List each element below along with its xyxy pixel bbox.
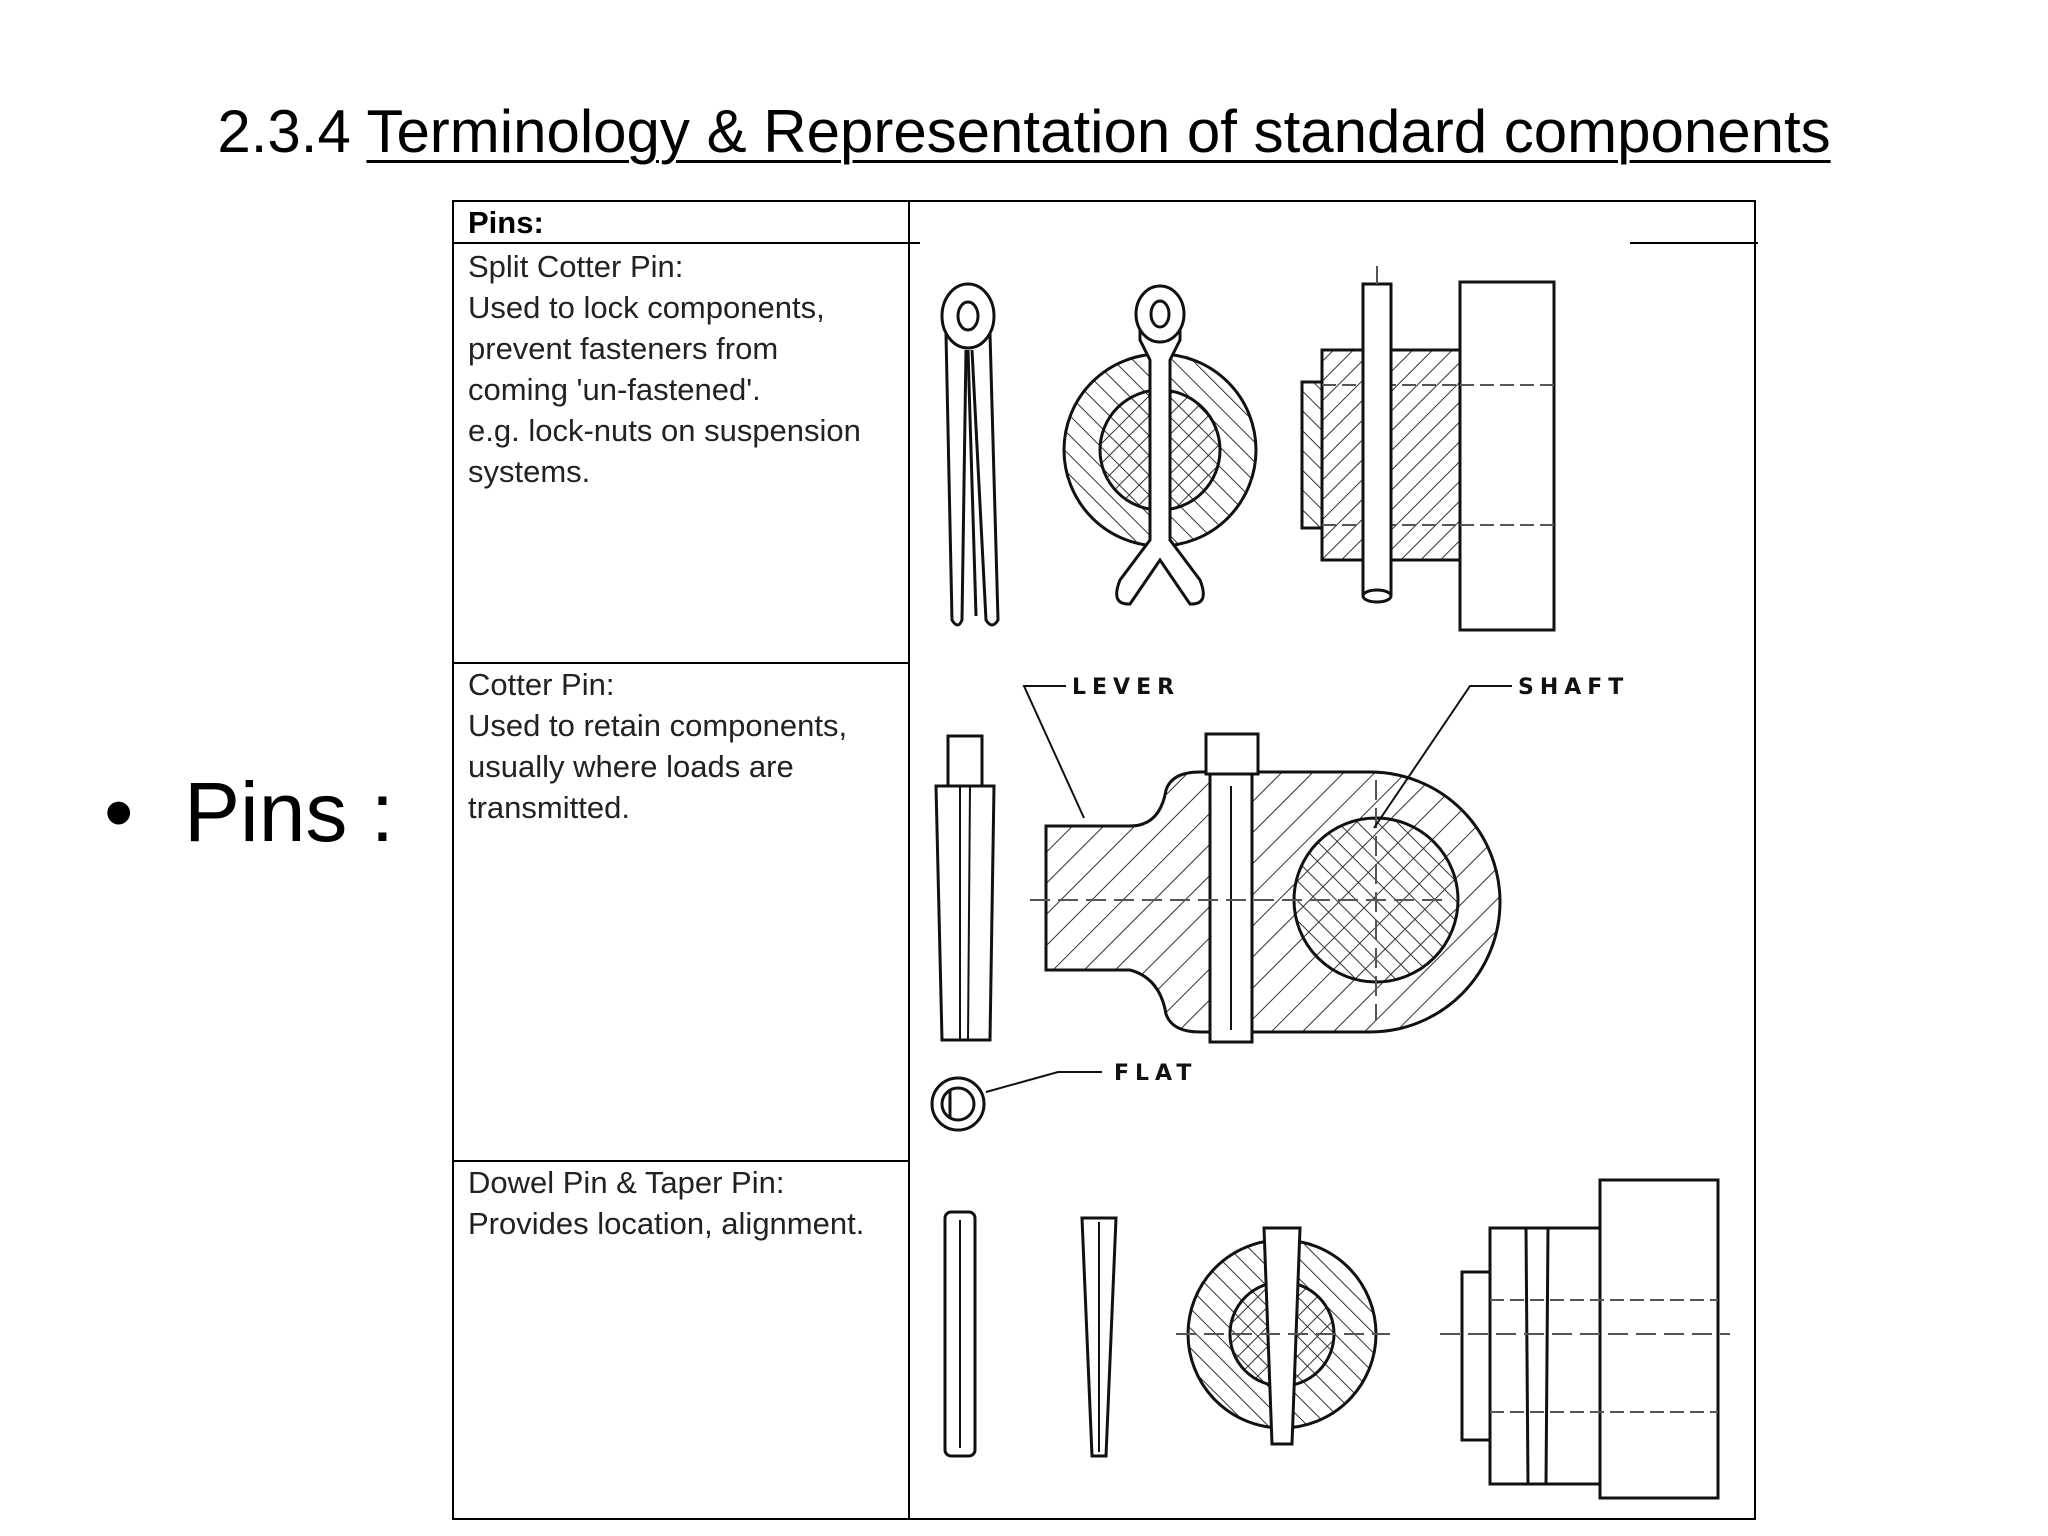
dowel-taper-pin-description: Dowel Pin & Taper Pin: Provides location… [468,1162,898,1244]
description-line: Provides location, alignment. [468,1206,865,1241]
split-cotter-pin-installed-view [1062,284,1258,606]
taper-pin-installed-view [1176,1226,1390,1446]
table-header-label: Pins: [468,205,544,240]
section-number: 2.3.4 [217,98,351,165]
description-line: transmitted. [468,790,630,825]
taper-pin-view [1080,1216,1118,1458]
table-header: Pins: [468,202,898,243]
split-cotter-pin-description: Split Cotter Pin: Used to lock component… [468,246,898,492]
lever-callout: LEVER [1072,675,1180,700]
bullet-text: Pins : [184,765,395,859]
split-cotter-pin-section-view [1300,266,1556,632]
cotter-pin-description: Cotter Pin: Used to retain components, u… [468,664,898,828]
row-divider-1 [454,662,910,664]
description-line: Split Cotter Pin: [468,249,684,284]
description-line: e.g. lock-nuts on suspension [468,413,861,448]
description-line: Dowel Pin & Taper Pin: [468,1165,785,1200]
description-line: coming 'un-fastened'. [468,372,761,407]
description-line: Cotter Pin: [468,667,615,702]
flat-callout: FLAT [1114,1061,1197,1086]
lever-shaft-assembly [1030,732,1502,1044]
shaft-callout: SHAFT [1518,675,1629,700]
description-line: Used to retain components, [468,708,848,743]
dowel-pin-section-view [1440,1178,1730,1500]
pins-table: Pins: Split Cotter Pin: Used to lock com… [452,200,1758,1520]
row-divider-2 [454,1160,910,1162]
dowel-pin-view [943,1210,977,1458]
bullet-item: • Pins : [104,762,394,862]
leader-lines [985,685,1512,1093]
cotter-pin-end-view [930,1076,986,1132]
split-cotter-pin-side-view [940,282,1000,627]
description-line: prevent fasteners from [468,331,779,366]
column-divider [908,202,910,1518]
description-line: Used to lock components, [468,290,825,325]
title-text: Terminology & Representation of standard… [366,98,1831,165]
bullet-dot: • [104,765,134,859]
header-row-line-left [454,242,920,244]
cotter-pin-side-view [934,734,996,1042]
header-row-line-right [1630,242,1758,244]
description-line: usually where loads are [468,749,794,784]
slide-title: 2.3.4 Terminology & Representation of st… [0,92,2048,172]
description-line: systems. [468,454,591,489]
